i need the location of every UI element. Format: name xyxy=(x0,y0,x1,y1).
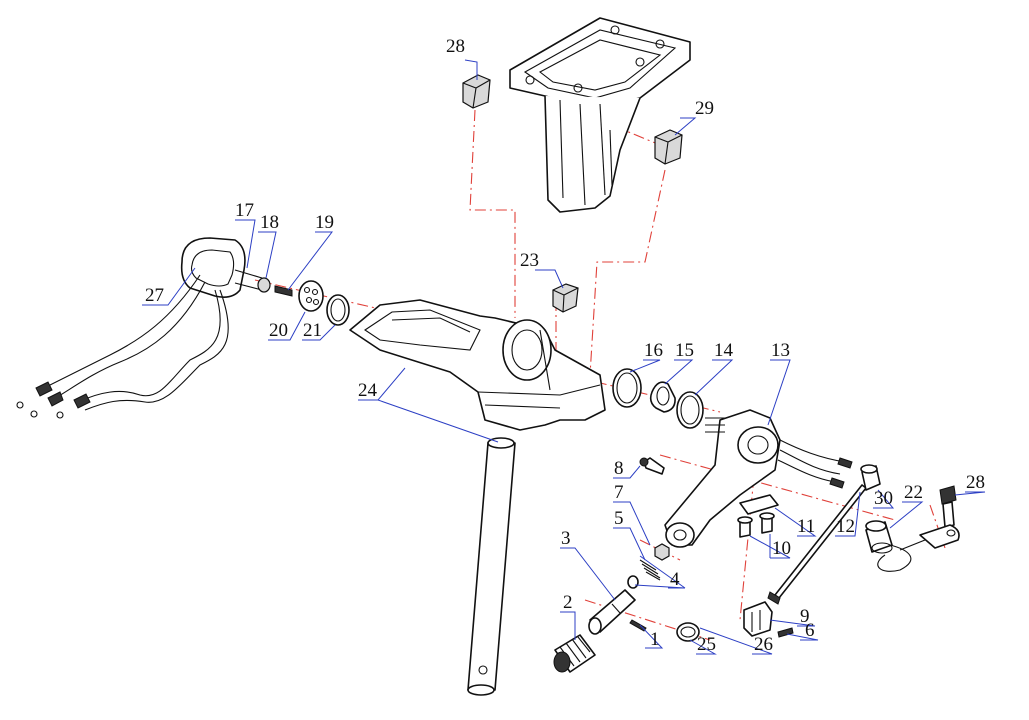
screw-6 xyxy=(777,627,794,638)
label-30: 28 xyxy=(966,472,985,493)
label-13: 13 xyxy=(771,340,790,361)
label-6: 6 xyxy=(805,620,815,641)
label-3: 3 xyxy=(561,528,571,549)
label-10: 10 xyxy=(772,538,791,559)
label-4: 4 xyxy=(670,569,680,590)
label-20: 20 xyxy=(269,320,288,341)
label-19: 19 xyxy=(315,212,334,233)
nut-7 xyxy=(654,543,670,561)
stop-switch-22 xyxy=(865,520,926,572)
bolt-30 xyxy=(919,485,960,549)
label-12: 12 xyxy=(836,516,855,537)
label-17: 17 xyxy=(235,200,254,221)
screws-10 xyxy=(737,512,775,538)
label-11: 11 xyxy=(797,516,815,537)
label-1: 1 xyxy=(650,629,660,650)
label-15: 15 xyxy=(675,340,694,361)
label-29: 30 xyxy=(874,488,893,509)
label-2: 2 xyxy=(563,592,573,613)
cover-plate-20 xyxy=(298,280,324,312)
label-24: 24 xyxy=(358,380,378,401)
washer-4 xyxy=(627,575,639,589)
ring-14 xyxy=(676,391,704,429)
label-16: 16 xyxy=(644,340,663,361)
rubber-block-23 xyxy=(552,283,579,313)
label-28b: 29 xyxy=(695,98,714,119)
label-27: 27 xyxy=(145,285,164,306)
label-28a: 28 xyxy=(446,36,465,57)
label-26: 26 xyxy=(754,634,773,655)
leader-lines xyxy=(142,59,986,655)
tiller-arm-13 xyxy=(664,409,853,548)
plate-11 xyxy=(739,494,779,515)
label-9: 9 xyxy=(800,606,810,627)
grip-2 xyxy=(553,634,596,673)
rubber-mount-right xyxy=(654,129,683,165)
screw-1 xyxy=(629,619,647,632)
label-21: 21 xyxy=(303,320,322,341)
bolt-8 xyxy=(639,457,665,475)
upper-housing xyxy=(509,17,691,213)
label-14: 14 xyxy=(714,340,734,361)
washer-15 xyxy=(649,381,676,413)
ring-16 xyxy=(612,368,642,408)
spring-5 xyxy=(639,559,661,581)
throttle-cable-27 xyxy=(16,237,263,419)
nut-18 xyxy=(257,277,271,293)
screw-19 xyxy=(274,285,293,297)
label-18: 18 xyxy=(260,212,279,233)
label-25: 25 xyxy=(697,634,716,655)
label-7: 7 xyxy=(614,482,624,503)
bushing-25 xyxy=(676,622,700,642)
steering-tube xyxy=(467,437,516,696)
tiller-bracket-24 xyxy=(349,299,606,431)
label-22: 22 xyxy=(904,482,923,503)
throttle-shaft-3 xyxy=(588,589,636,635)
knob-29 xyxy=(860,464,881,491)
ring-21 xyxy=(326,294,350,326)
rubber-mount-left xyxy=(462,74,491,109)
label-5: 5 xyxy=(614,508,624,529)
part-number-labels: 28 29 23 17 18 19 27 20 21 24 16 15 14 1… xyxy=(145,36,985,655)
label-23: 23 xyxy=(520,250,539,271)
clamp-9 xyxy=(743,601,773,637)
label-8: 8 xyxy=(614,458,624,479)
